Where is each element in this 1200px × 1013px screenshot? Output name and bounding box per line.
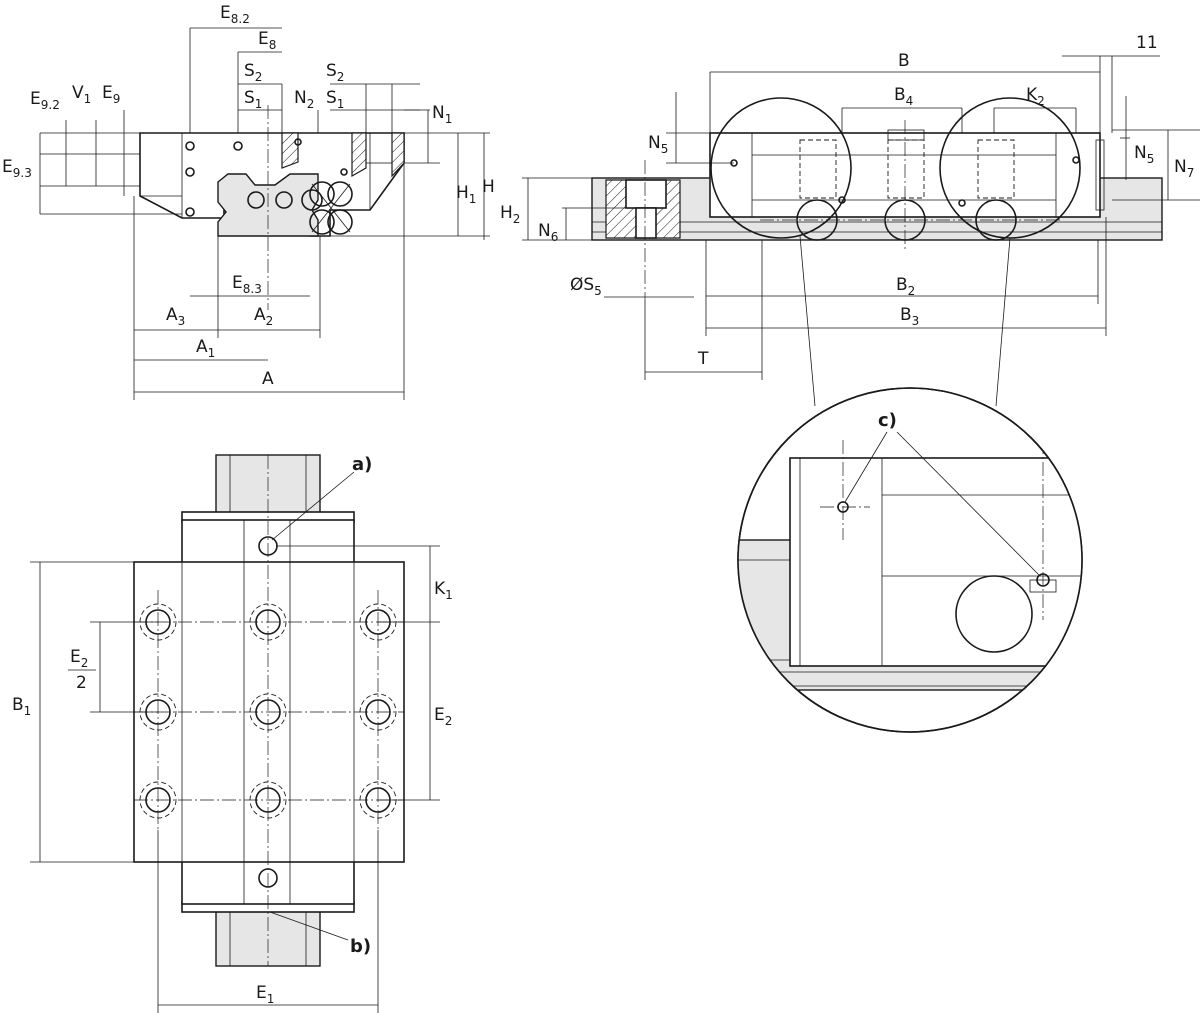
label-n7: N7 [1174, 157, 1194, 180]
label-k2: K2 [1026, 85, 1045, 108]
label-b4: B4 [894, 85, 913, 108]
label-s1-left: S1 [244, 88, 262, 111]
label-e1: E1 [256, 983, 274, 1006]
label-b1: B1 [12, 695, 31, 718]
label-k1: K1 [434, 579, 453, 602]
callout-a: a) [352, 454, 372, 475]
label-n2: N2 [294, 88, 314, 111]
label-n5-left: N5 [648, 133, 668, 156]
label-b: B [898, 51, 910, 71]
label-s1-right: S1 [326, 88, 344, 111]
label-b3: B3 [900, 305, 919, 328]
label-11: 11 [1136, 33, 1158, 53]
side-view [591, 97, 1163, 407]
label-a3: A3 [166, 305, 185, 328]
label-s5: ØS5 [570, 275, 602, 298]
label-a1: A1 [196, 337, 215, 360]
callout-c: c) [878, 410, 897, 431]
top-view [133, 454, 405, 967]
label-s2-left: S2 [244, 61, 262, 84]
front-view-dimensions [39, 27, 490, 400]
label-e8-3: E8.3 [232, 273, 262, 296]
label-h: H [482, 177, 495, 197]
label-e8: E8 [258, 29, 276, 52]
ball-recirculation [309, 181, 353, 235]
label-e8-2: E8.2 [220, 3, 250, 26]
label-e9-2: E9.2 [30, 89, 60, 112]
label-h2: H2 [500, 203, 520, 226]
label-v1: V1 [72, 83, 91, 106]
label-n6: N6 [538, 221, 558, 244]
label-n1: N1 [432, 103, 452, 126]
label-b2: B2 [896, 275, 915, 298]
label-a2: A2 [254, 305, 273, 328]
top-view-dimensions [30, 545, 440, 1013]
detail-circle-left [710, 97, 852, 239]
label-e2-half-denominator: 2 [76, 673, 87, 693]
label-e2: E2 [434, 705, 452, 728]
side-view-dimensions [522, 55, 1200, 380]
detail-view-c [737, 387, 1083, 733]
label-a: A [262, 369, 274, 389]
dimension-labels: E8.2 E8 S2 S1 N2 S2 S1 N1 E9.2 V1 E9 E9.… [2, 3, 1194, 1006]
label-s2-right: S2 [326, 61, 344, 84]
front-view [139, 105, 405, 310]
label-e9: E9 [102, 83, 120, 106]
label-e9-3: E9.3 [2, 157, 32, 180]
callout-b: b) [350, 936, 371, 957]
label-n5-right: N5 [1134, 143, 1154, 166]
label-h1: H1 [456, 183, 476, 206]
label-t: T [697, 349, 709, 369]
label-e2-half-numerator: E2 [70, 647, 88, 670]
